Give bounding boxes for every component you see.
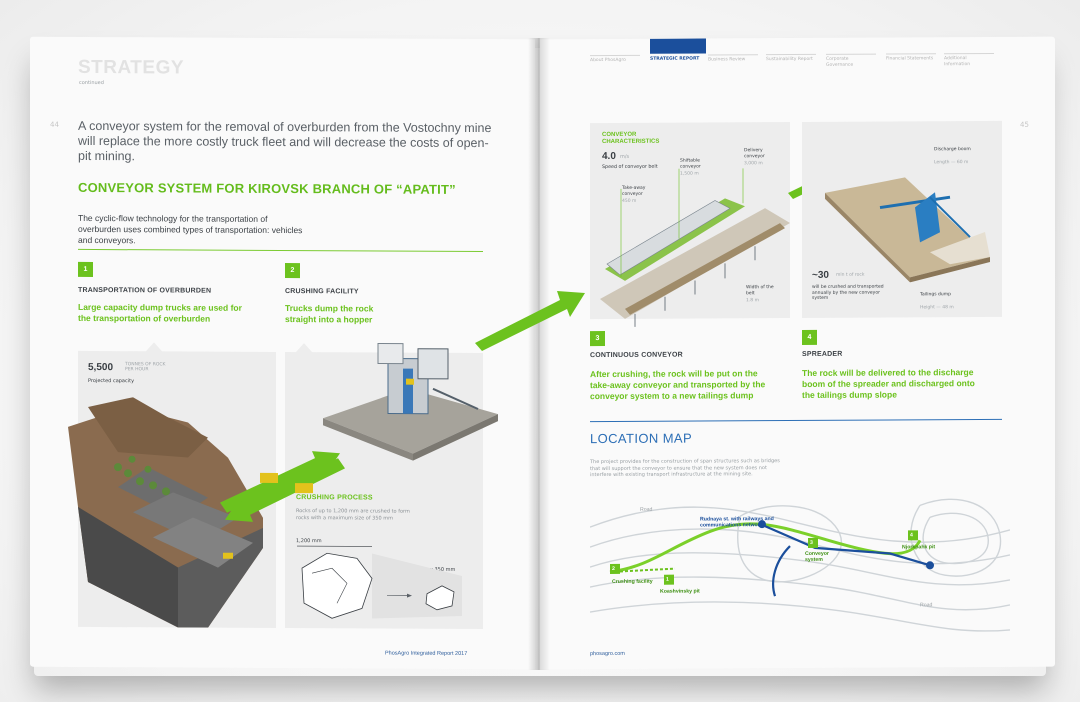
crushing-process-text: Rocks of up to 1,200 mm are crushed to f…	[296, 508, 410, 522]
left-page: STRATEGY continued 44 A conveyor system …	[30, 36, 535, 670]
step-number-4: 4	[802, 329, 817, 345]
map-num-1: 1	[666, 576, 669, 583]
right-page: About PhosAgro STRATEGIC REPORT Business…	[540, 36, 1055, 670]
map-divider	[590, 418, 1002, 423]
left-footer: PhosAgro Integrated Report 2017	[385, 650, 468, 657]
step-title-3: CONTINUOUS CONVEYOR	[590, 351, 683, 360]
conveyor-illustration	[600, 168, 790, 327]
tailings-value: Height — 48 m	[920, 305, 954, 311]
nav-tab-sustainability[interactable]: Sustainability Report	[766, 53, 816, 63]
spreader-illustration	[825, 177, 990, 283]
capacity-value: 5,500	[88, 361, 114, 374]
crushing-facility-illustration	[323, 342, 498, 461]
nav-tab-strategic[interactable]: STRATEGIC REPORT	[650, 56, 700, 62]
delivery-value: 3,000 m	[744, 161, 763, 167]
speed-unit: m/s	[620, 153, 630, 160]
map-marker-4	[908, 530, 918, 541]
map-road-2: Road	[920, 602, 933, 609]
right-page-number: 45	[1020, 120, 1029, 129]
map-rudnaya: Rudnaya st. with railways and communicat…	[700, 516, 774, 529]
step-number-2: 2	[285, 263, 300, 279]
map-marker-1	[664, 574, 674, 585]
conveyor-char-title-line2: CHARACTERISTICS	[602, 138, 660, 146]
nav-tab-business[interactable]: Business Review	[708, 54, 758, 63]
tailings-label: Tailings dump	[920, 292, 951, 298]
step-number-3: 3	[590, 331, 605, 347]
map-road-1: Road	[640, 506, 653, 513]
map-marker-2	[610, 563, 620, 574]
map-koashva: Koashvinsky pit	[660, 588, 700, 595]
nav-tab-financial[interactable]: Financial Statements	[886, 53, 936, 63]
section-title: STRATEGY	[78, 56, 185, 79]
step-number-1: 1	[78, 261, 93, 278]
map-conveyor: Conveyor system	[805, 550, 829, 563]
delivery-label: Delivery conveyor	[744, 148, 765, 159]
panel-notch-1	[145, 342, 163, 353]
page-number: 44	[50, 120, 59, 129]
brochure-spine	[528, 38, 550, 670]
divider	[78, 248, 483, 253]
rock-size-diagram	[297, 545, 462, 619]
map-marker-3	[808, 537, 818, 548]
description-text: The cyclic-flow technology for the trans…	[78, 212, 303, 246]
speed-value: 4.0	[602, 150, 616, 163]
panel-notch-2	[295, 343, 313, 354]
amount-text: will be crushed and transported annually…	[812, 284, 884, 301]
crushing-process-title: CRUSHING PROCESS	[296, 494, 373, 502]
conveyor-char-title: CONVEYOR CHARACTERISTICS	[602, 132, 659, 146]
capacity-unit: TONNES OF ROCK PER HOUR	[125, 362, 166, 373]
location-map-title: LOCATION MAP	[590, 430, 693, 447]
location-map-text: The project provides for the constructio…	[590, 458, 780, 479]
open-pit-mine-illustration	[68, 397, 263, 628]
section-subtitle: continued	[79, 79, 104, 87]
nav-tab-additional[interactable]: Additional Information	[944, 52, 994, 68]
step-text-3: After crushing, the rock will be put on …	[590, 368, 766, 402]
step-title-4: SPREADER	[802, 350, 843, 358]
step-text-1: Large capacity dump trucks are used for …	[78, 301, 242, 324]
step-text-4: The rock will be delivered to the discha…	[802, 367, 975, 400]
nav-tab-governance[interactable]: Corporate Governance	[826, 53, 876, 68]
nav-tab-about[interactable]: About PhosAgro	[590, 54, 640, 64]
intro-text: A conveyor system for the removal of ove…	[78, 118, 492, 164]
active-tab-marker	[650, 38, 706, 54]
map-num-4: 4	[910, 532, 913, 539]
step-text-2: Trucks dump the rock straight into a hop…	[285, 303, 374, 325]
map-num-3: 3	[810, 539, 813, 546]
map-crushing-facility: Crushing facility	[612, 578, 653, 585]
step-title-2: CRUSHING FACILITY	[285, 288, 359, 296]
map-num-2: 2	[612, 565, 615, 572]
right-footer: phosagro.com	[590, 650, 625, 658]
flow-arrow-center	[475, 291, 585, 351]
location-map	[590, 498, 1010, 632]
step-title-1: TRANSPORTATION OF OVERBURDEN	[78, 286, 212, 295]
map-njorkpahk: Njorkpahk pit	[902, 544, 936, 551]
capacity-label: Projected capacity	[88, 377, 135, 385]
main-heading: CONVEYOR SYSTEM FOR KIROVSK BRANCH OF “A…	[78, 179, 456, 197]
transport-arrows	[220, 451, 345, 522]
